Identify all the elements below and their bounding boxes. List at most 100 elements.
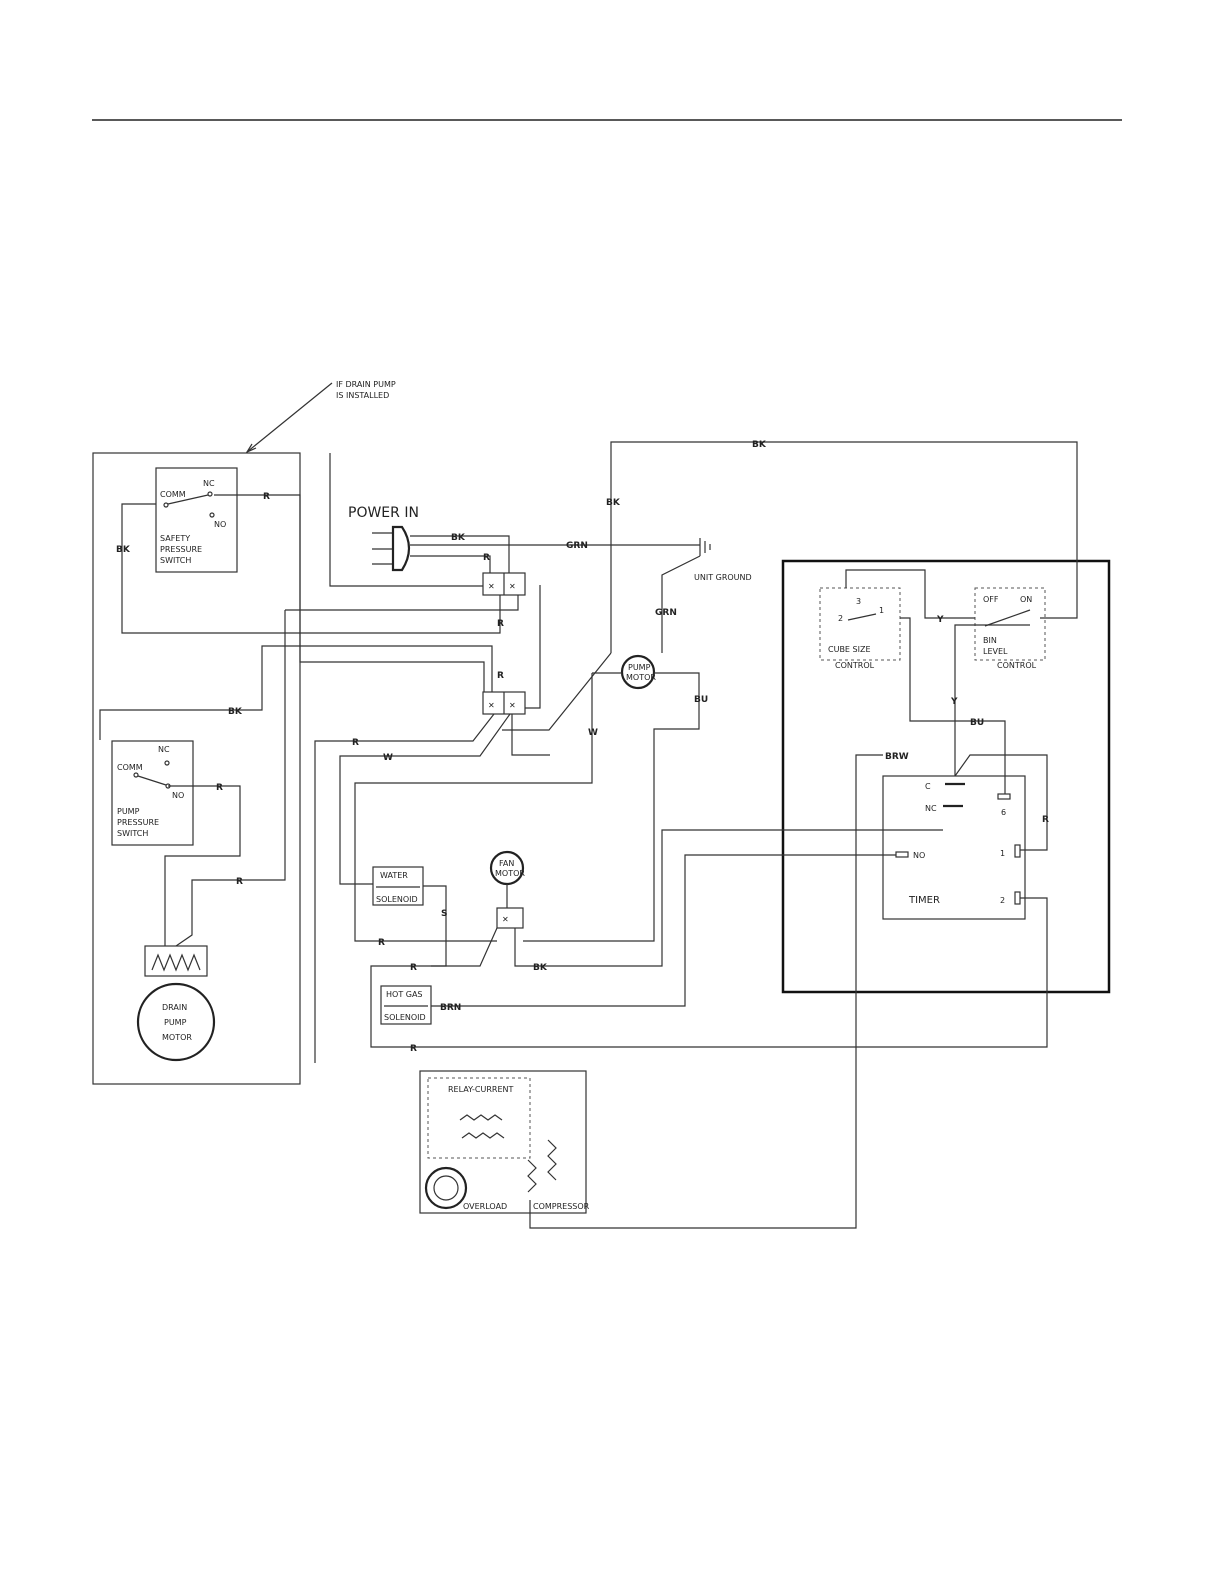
timer: TIMER C NC NO 6 1 2 [882,775,1026,920]
svg-text:Y: Y [950,697,958,707]
svg-text:PUMP: PUMP [164,1018,187,1027]
svg-text:R: R [352,738,359,748]
svg-text:NC: NC [158,745,170,754]
svg-text:BU: BU [970,718,984,728]
svg-text:W: W [383,753,393,763]
svg-text:R: R [483,553,490,563]
drain-pump-area [92,452,301,1085]
pump-motor: PUMP MOTOR [620,654,656,690]
wire-labels: BK BK BK R GRN GRN R BK BK R R R R R W W… [116,440,1049,1054]
svg-text:PRESSURE: PRESSURE [160,545,202,554]
svg-text:OVERLOAD: OVERLOAD [463,1202,507,1211]
svg-text:3: 3 [856,597,861,606]
terminal-block-upper: ✕ ✕ [482,572,526,596]
svg-text:HOT GAS: HOT GAS [386,990,423,999]
svg-text:IF DRAIN PUMP: IF DRAIN PUMP [336,380,396,389]
svg-text:WATER: WATER [380,871,408,880]
safety-pressure-switch: COMM NC NO SAFETY PRESSURE SWITCH [155,467,238,573]
svg-text:NO: NO [172,791,184,800]
svg-text:BIN: BIN [983,636,997,645]
svg-text:BK: BK [451,533,466,543]
power-in-plug: POWER IN [348,505,419,572]
cube-size-control: 3 2 1 CUBE SIZE CONTROL [819,587,901,670]
svg-text:RELAY-CURRENT: RELAY-CURRENT [448,1085,514,1094]
svg-text:SWITCH: SWITCH [160,556,191,565]
svg-text:CONTROL: CONTROL [997,661,1037,670]
svg-text:COMPRESSOR: COMPRESSOR [533,1202,590,1211]
svg-text:SOLENOID: SOLENOID [384,1013,426,1022]
pump-pressure-switch: COMM NC NO PUMP PRESSURE SWITCH [111,740,194,846]
svg-text:R: R [236,877,243,887]
compressor-assembly: RELAY-CURRENT OVERLOAD COMPRESSOR [419,1070,590,1214]
svg-text:R: R [378,938,385,948]
svg-text:BK: BK [752,440,767,450]
svg-text:BRN: BRN [440,1003,461,1013]
svg-text:BRW: BRW [885,752,909,762]
svg-text:NC: NC [925,804,937,813]
svg-text:CUBE SIZE: CUBE SIZE [828,645,871,654]
svg-text:CONTROL: CONTROL [835,661,875,670]
svg-text:IS INSTALLED: IS INSTALLED [336,391,389,400]
svg-text:SWITCH: SWITCH [117,829,148,838]
svg-text:NO: NO [214,520,226,529]
svg-text:✕: ✕ [509,582,516,591]
svg-text:BK: BK [228,707,243,717]
svg-text:FAN: FAN [499,859,514,868]
svg-text:PRESSURE: PRESSURE [117,818,159,827]
svg-text:COMM: COMM [160,490,186,499]
unit-ground: UNIT GROUND [694,538,752,582]
svg-text:NC: NC [203,479,215,488]
svg-text:MOTOR: MOTOR [626,673,656,682]
svg-text:R: R [497,671,504,681]
svg-text:NO: NO [913,851,925,860]
svg-text:PUMP: PUMP [628,663,651,672]
svg-text:BK: BK [533,963,548,973]
svg-text:PUMP: PUMP [117,807,140,816]
svg-text:✕: ✕ [488,701,495,710]
svg-text:S: S [441,909,447,919]
svg-text:1: 1 [879,606,884,615]
svg-text:2: 2 [838,614,843,623]
svg-text:R: R [497,619,504,629]
svg-text:ON: ON [1020,595,1032,604]
svg-text:DRAIN: DRAIN [162,1003,187,1012]
svg-text:1: 1 [1000,849,1005,858]
svg-text:UNIT GROUND: UNIT GROUND [694,573,752,582]
svg-text:R: R [263,492,270,502]
svg-text:SAFETY: SAFETY [160,534,190,543]
drain-pump-callout: IF DRAIN PUMP IS INSTALLED [245,380,396,454]
svg-text:GRN: GRN [655,608,677,618]
fan-motor: FAN MOTOR [489,850,525,886]
svg-text:R: R [410,1044,417,1054]
terminal-block-lower: ✕ ✕ [482,691,526,715]
svg-text:✕: ✕ [488,582,495,591]
terminal-block-fan: ✕ [496,907,524,929]
svg-text:TIMER: TIMER [908,895,940,906]
svg-text:LEVEL: LEVEL [983,647,1008,656]
svg-text:✕: ✕ [502,915,509,924]
svg-text:MOTOR: MOTOR [495,869,525,878]
svg-text:C: C [925,782,931,791]
svg-text:BK: BK [606,498,621,508]
svg-text:R: R [410,963,417,973]
hot-gas-solenoid: HOT GAS SOLENOID [380,985,432,1025]
svg-text:6: 6 [1001,808,1006,817]
svg-text:BK: BK [116,545,131,555]
svg-text:R: R [1042,815,1049,825]
svg-text:COMM: COMM [117,763,143,772]
svg-text:2: 2 [1000,896,1005,905]
svg-text:R: R [216,783,223,793]
svg-text:✕: ✕ [509,701,516,710]
svg-text:BU: BU [694,695,708,705]
svg-text:MOTOR: MOTOR [162,1033,192,1042]
svg-text:GRN: GRN [566,541,588,551]
svg-text:OFF: OFF [983,595,999,604]
drain-pump-motor: DRAIN PUMP MOTOR [136,945,216,1062]
svg-text:Y: Y [936,615,944,625]
svg-text:POWER IN: POWER IN [348,505,419,521]
control-box [781,559,1111,994]
svg-text:SOLENOID: SOLENOID [376,895,418,904]
wiring [99,441,1078,1229]
bin-level-control: OFF ON BIN LEVEL CONTROL [974,587,1046,670]
water-solenoid: WATER SOLENOID [372,866,424,906]
